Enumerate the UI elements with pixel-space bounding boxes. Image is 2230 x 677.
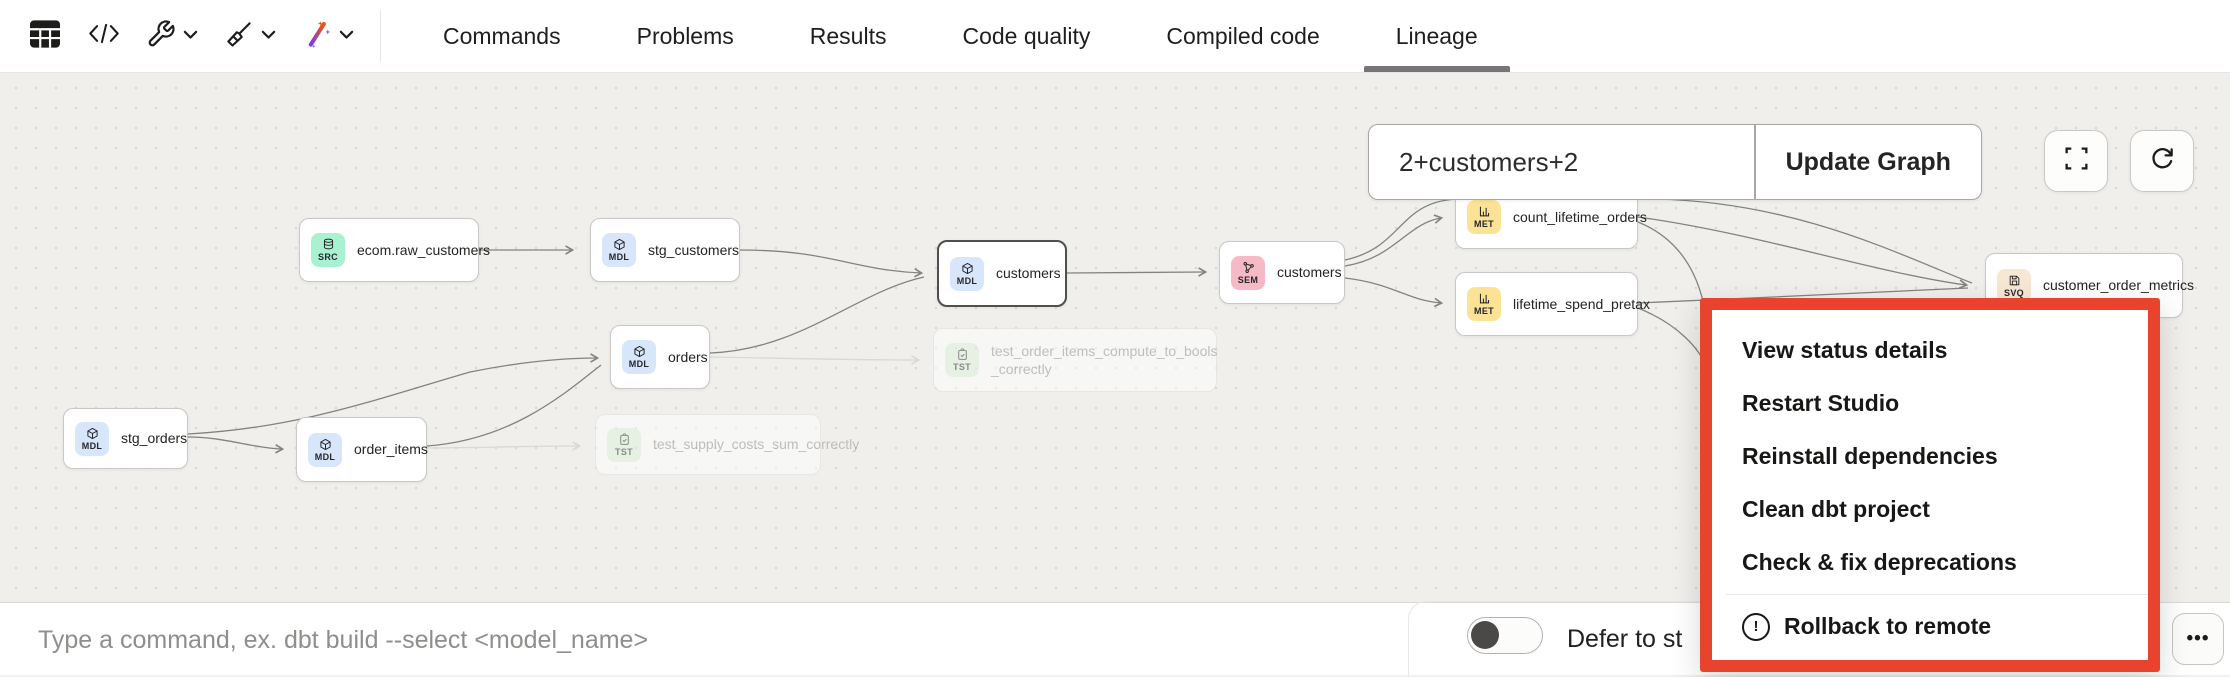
tab-problems[interactable]: Problems xyxy=(636,22,734,49)
test-icon xyxy=(618,432,631,446)
toggle-knob xyxy=(1471,620,1499,649)
command-input[interactable] xyxy=(36,603,1340,677)
node-label: test_supply_costs_sum_correctly xyxy=(653,436,860,453)
table-icon xyxy=(28,19,62,54)
metric-badge: MET xyxy=(1467,287,1501,321)
model-icon xyxy=(319,438,332,451)
chevron-down-icon[interactable] xyxy=(339,27,354,45)
lineage-node-stg_orders[interactable]: MDL stg_orders xyxy=(63,408,188,469)
tab-lineage[interactable]: Lineage xyxy=(1358,0,1516,72)
more-options-button[interactable]: ••• xyxy=(2172,613,2224,665)
menu-item-label: Rollback to remote xyxy=(1784,613,1992,639)
saved_query-badge: SVQ xyxy=(1997,268,2031,303)
lineage-node-lifetime_spend_pretax[interactable]: MET lifetime_spend_pretax xyxy=(1455,272,1650,336)
fullscreen-button[interactable] xyxy=(2044,130,2108,192)
node-label: stg_orders xyxy=(121,430,188,447)
test-badge: TST xyxy=(945,343,979,377)
saved_query-icon xyxy=(2008,274,2021,287)
magic-wand-icon xyxy=(302,19,332,54)
metric-icon xyxy=(1478,205,1491,218)
lineage-node-order_items[interactable]: MDL order_items xyxy=(296,417,428,482)
refresh-icon xyxy=(2149,145,2176,177)
menu-item-label: Restart Studio xyxy=(1742,390,1900,416)
tab-compiled-code[interactable]: Compiled code xyxy=(1166,22,1320,49)
model-icon xyxy=(613,238,626,251)
semantic-badge: SEM xyxy=(1231,255,1265,290)
test-icon xyxy=(956,348,969,361)
divider xyxy=(1754,125,1756,199)
build-tools-button[interactable] xyxy=(146,19,198,54)
code-icon xyxy=(88,22,120,50)
node-label: customer_order_metrics xyxy=(2043,277,2194,294)
node-label: ecom.raw_customers xyxy=(357,241,491,258)
lineage-selector-group: Update Graph xyxy=(1368,124,1982,200)
model-icon xyxy=(633,345,646,358)
defer-label: Defer to st xyxy=(1567,624,1683,653)
menu-item-label: Clean dbt project xyxy=(1742,496,1930,522)
lineage-node-customers[interactable]: SEM customers xyxy=(1219,241,1345,304)
menu-item-clean-dbt-project[interactable]: Clean dbt project xyxy=(1712,483,2148,536)
menu-item-rollback-to-remote[interactable]: ! Rollback to remote xyxy=(1712,600,2148,653)
model-badge: MDL xyxy=(602,233,636,267)
metric-badge: MET xyxy=(1467,200,1501,234)
divider xyxy=(1408,601,1729,676)
chevron-down-icon[interactable] xyxy=(183,27,198,45)
menu-item-reinstall-dependencies[interactable]: Reinstall dependencies xyxy=(1712,430,2148,483)
source-badge: SRC xyxy=(311,233,345,267)
node-label: test_order_items_compute_to_bools _corre… xyxy=(991,342,1218,377)
broom-icon xyxy=(224,19,254,54)
tab-code-quality[interactable]: Code quality xyxy=(962,22,1091,49)
model-icon xyxy=(961,262,974,275)
top-toolbar: Commands Problems Results Code quality Compi… xyxy=(0,0,2230,73)
menu-item-check-fix-deprecations[interactable]: Check & fix deprecations xyxy=(1712,536,2148,589)
tab-results[interactable]: Results xyxy=(809,22,887,49)
clean-tools-button[interactable] xyxy=(224,19,276,54)
ai-assist-button[interactable] xyxy=(302,19,354,54)
wrench-icon xyxy=(146,19,176,54)
lineage-node-ecom.raw_customers[interactable]: SRC ecom.raw_customers xyxy=(299,218,490,282)
lineage-node-stg_customers[interactable]: MDL stg_customers xyxy=(590,218,740,282)
tab-commands[interactable]: Commands xyxy=(443,22,561,49)
lineage-selector-input[interactable] xyxy=(1369,125,1754,199)
tab-list: Commands Problems Results Code quality Compi… xyxy=(405,0,1516,72)
source-icon xyxy=(322,238,335,251)
model-badge: MDL xyxy=(950,256,984,291)
refresh-button[interactable] xyxy=(2130,130,2194,192)
menu-item-label: Reinstall dependencies xyxy=(1742,443,1998,469)
node-label: stg_customers xyxy=(648,241,740,258)
lineage-node-customers[interactable]: MDL customers xyxy=(937,240,1067,307)
menu-item-view-status-details[interactable]: View status details xyxy=(1712,324,2148,377)
table-view-button[interactable] xyxy=(28,19,62,54)
chevron-down-icon[interactable] xyxy=(261,27,276,45)
node-label: customers xyxy=(1277,264,1342,281)
lineage-node-orders[interactable]: MDL orders xyxy=(610,325,710,389)
node-label: order_items xyxy=(354,441,428,458)
model-badge: MDL xyxy=(622,340,656,374)
node-label: customers xyxy=(996,265,1061,282)
node-label: count_lifetime_orders xyxy=(1513,208,1647,225)
warning-icon: ! xyxy=(1742,612,1770,641)
defer-toggle[interactable] xyxy=(1467,617,1543,654)
lineage-node-test_supply_costs_sum_correctly[interactable]: TST test_supply_costs_sum_correctly xyxy=(595,414,859,475)
model-icon xyxy=(86,427,99,440)
semantic-icon xyxy=(1242,261,1255,274)
fullscreen-icon xyxy=(2063,145,2090,177)
menu-item-label: View status details xyxy=(1742,337,1948,363)
divider xyxy=(380,10,381,62)
menu-item-restart-studio[interactable]: Restart Studio xyxy=(1712,377,2148,430)
model-badge: MDL xyxy=(308,432,342,467)
model-badge: MDL xyxy=(75,421,109,456)
metric-icon xyxy=(1478,292,1491,305)
node-label: lifetime_spend_pretax xyxy=(1513,295,1650,312)
lineage-node-test_order_items_compute_to_bools[interactable]: TST test_order_items_compute_to_bools _co… xyxy=(933,328,1217,392)
menu-item-label: Check & fix deprecations xyxy=(1742,549,2017,575)
update-graph-button[interactable]: Update Graph xyxy=(1785,147,1951,176)
test-badge: TST xyxy=(607,427,641,462)
node-label: orders xyxy=(668,348,708,365)
menu-divider xyxy=(1726,594,2148,595)
code-view-button[interactable] xyxy=(88,22,120,50)
